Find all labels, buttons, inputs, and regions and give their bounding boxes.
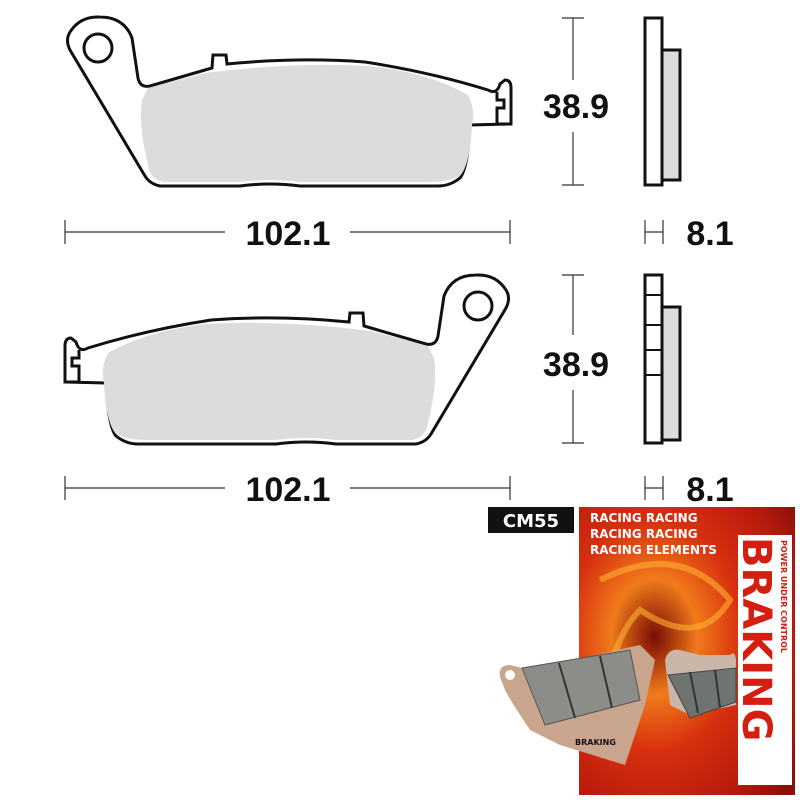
- front-thickness-label: 8.1: [686, 215, 733, 253]
- pad-logo: BRAKING: [575, 738, 616, 747]
- banner-line: RACING RACING: [590, 511, 698, 525]
- front-height-label: 38.9: [543, 88, 609, 126]
- front-pad-side-view: [643, 16, 682, 187]
- rear-pad-outline: [63, 273, 510, 446]
- product-code: CM55: [503, 511, 559, 532]
- front-width-label: 102.1: [245, 215, 330, 253]
- product-photo: CM55 RACING RACING RACING RACING RACING …: [488, 507, 795, 795]
- brand-tagline: POWER UNDER CONTROL: [779, 540, 788, 653]
- banner-line: RACING RACING: [590, 527, 698, 541]
- front-pad-outline: [66, 15, 513, 188]
- product-code-box: [488, 507, 574, 533]
- pad-friction: [521, 649, 641, 726]
- banner-line: RACING ELEMENTS: [590, 543, 717, 557]
- rear-pad-side-view: [643, 273, 682, 445]
- rear-height-label: 38.9: [543, 346, 609, 384]
- dimension-lines: [64, 17, 664, 500]
- rear-width-label: 102.1: [245, 471, 330, 509]
- rear-thickness-label: 8.1: [686, 471, 733, 509]
- brand-logo: BRAKING: [733, 537, 779, 741]
